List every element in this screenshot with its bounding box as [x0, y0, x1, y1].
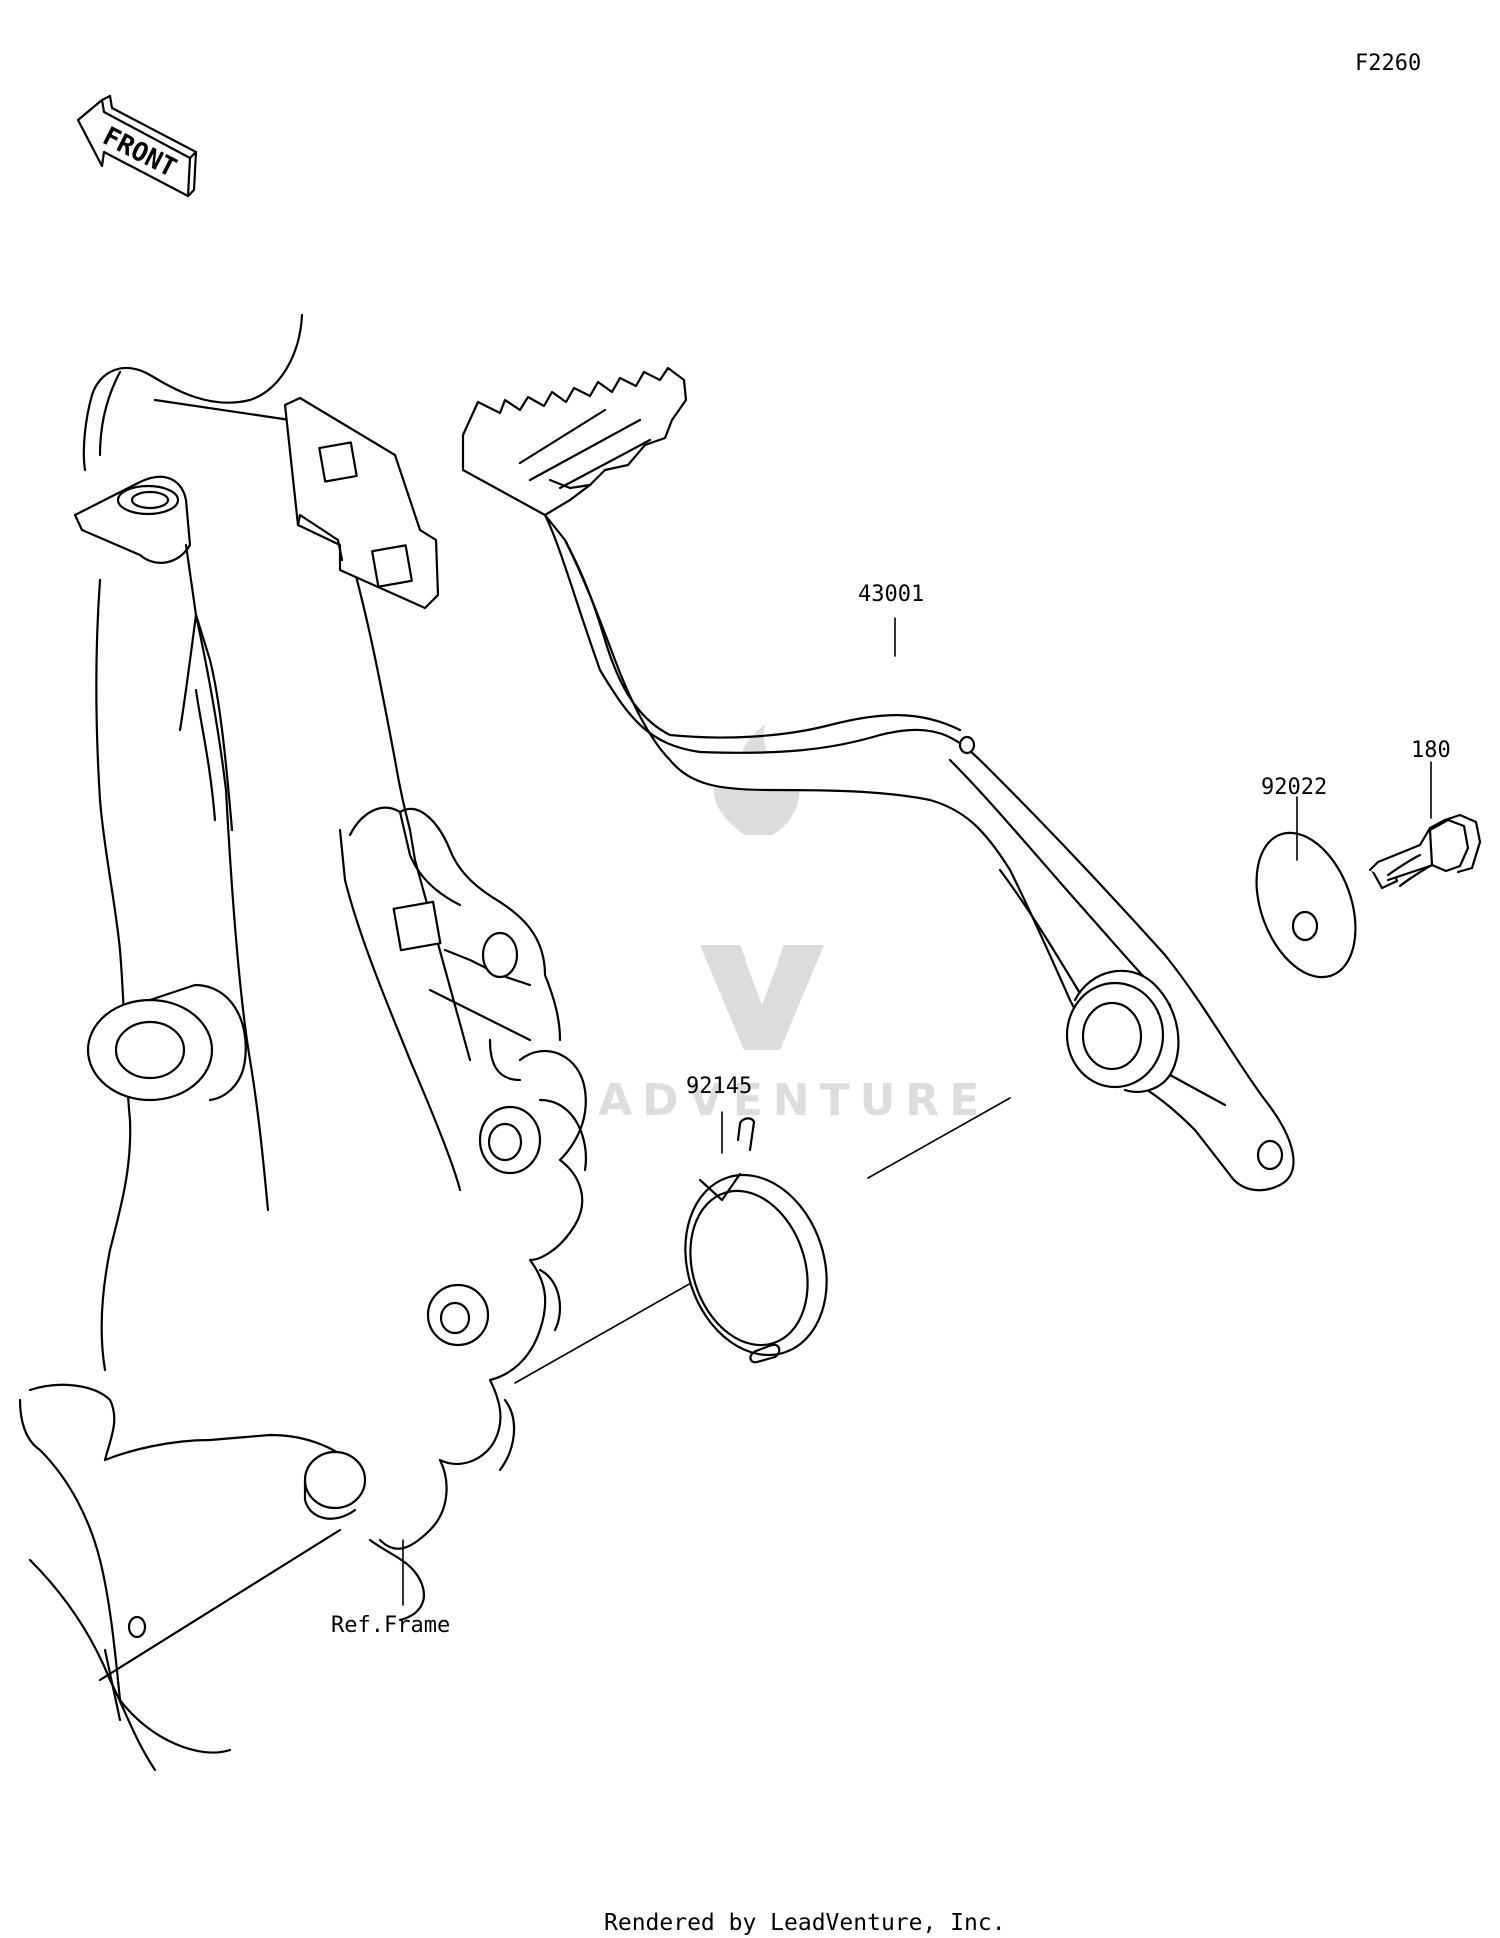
figure-code: F2260: [1355, 51, 1421, 76]
label-180: 180: [1411, 738, 1451, 763]
footer-credit: Rendered by LeadVenture, Inc.: [604, 1910, 1006, 1936]
washer-drawing: [1255, 796, 1357, 979]
label-ref-frame: Ref.Frame: [331, 1613, 450, 1638]
label-92145: 92145: [686, 1074, 752, 1099]
shaft-axis-line: [867, 1097, 1011, 1179]
label-92022: 92022: [1261, 775, 1327, 800]
watermark-text: LEADVENTURE: [520, 1075, 989, 1126]
spring-drawing: [684, 1111, 828, 1364]
bolt-drawing: [1368, 761, 1482, 890]
frame-bracket-drawing: [283, 396, 587, 1622]
brake-pedal-drawing: [461, 366, 1295, 1192]
front-arrow-icon: FRONT: [76, 94, 198, 198]
label-43001: 43001: [858, 582, 924, 607]
